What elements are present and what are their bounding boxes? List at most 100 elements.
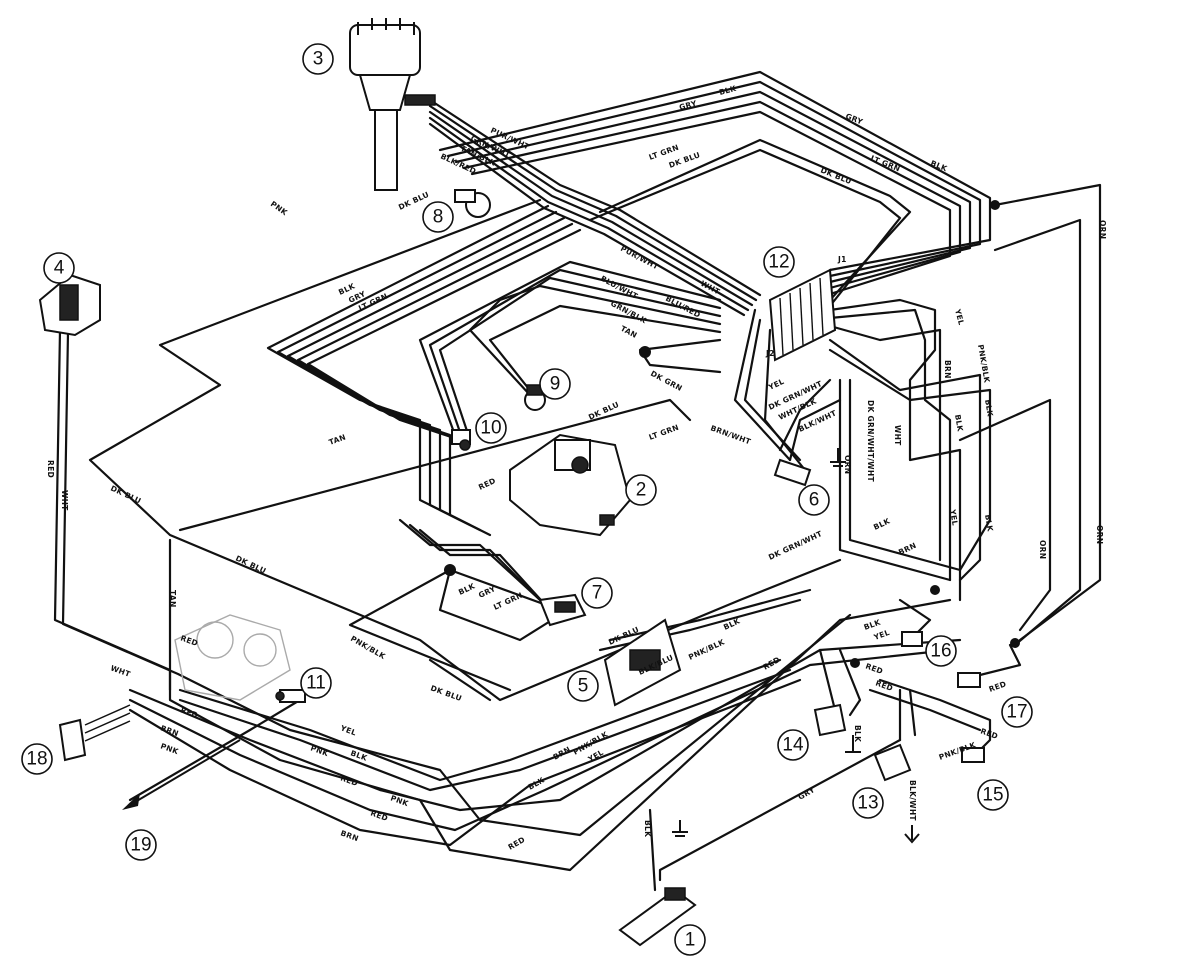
wire-label-red-8: RED bbox=[477, 476, 497, 492]
wire-label-blk-7: BLK bbox=[457, 581, 477, 597]
wire-label-red-3: RED bbox=[179, 705, 199, 720]
wire-label-yel-6: YEL bbox=[872, 628, 891, 642]
wire-label-wht-2: WHT bbox=[60, 490, 69, 511]
wire-label-red-5: RED bbox=[369, 808, 389, 823]
callout-1-label: 1 bbox=[685, 930, 696, 951]
wire-label-gry-4: GRY bbox=[477, 584, 497, 600]
wire-label-blk-11: BLK bbox=[872, 516, 892, 532]
callout-11-label: 11 bbox=[306, 673, 326, 694]
harness-top-bundle bbox=[428, 70, 992, 317]
wire-label-brn-5: BRN bbox=[897, 541, 918, 557]
callout-13: 13 bbox=[852, 787, 884, 819]
callout-2-label: 2 bbox=[636, 480, 647, 501]
callout-18: 18 bbox=[21, 743, 53, 775]
callout-6-label: 6 bbox=[809, 490, 820, 511]
wire-label-blk-8: BLK bbox=[983, 399, 995, 418]
connector-6 bbox=[773, 458, 812, 487]
wire-label-brn: BRN bbox=[159, 723, 180, 738]
wire-label-grn-blk: GRN/BLK bbox=[609, 299, 649, 326]
wire-label-blk-10: BLK bbox=[983, 514, 995, 533]
connector-16 bbox=[901, 631, 923, 647]
wire-label-pnk-2: PNK bbox=[159, 741, 180, 756]
wire-label-red-9: RED bbox=[864, 661, 884, 676]
wire-label-tan-3: TAN bbox=[168, 590, 177, 608]
sender-8 bbox=[454, 189, 491, 218]
wire-label-pnk-3: PNK bbox=[309, 743, 330, 758]
relay-13 bbox=[873, 743, 912, 782]
wire-label-yel-3: YEL bbox=[766, 377, 785, 392]
engine-outline bbox=[174, 614, 291, 701]
wire-label-brn-4: BRN bbox=[943, 360, 952, 379]
harness-right-bundle bbox=[648, 183, 1102, 892]
connector-j1-label: J1 bbox=[837, 255, 847, 264]
wire-label-dk-blu-3: DK BLU bbox=[109, 484, 143, 506]
wire-label-red-11: RED bbox=[988, 679, 1008, 694]
wire-label-dk-blu-7: DK BLU bbox=[429, 683, 463, 703]
wire-label-blk-13: BLK bbox=[853, 725, 862, 743]
ignition-coil bbox=[38, 273, 101, 337]
callout-8: 8 bbox=[422, 201, 454, 233]
callout-9: 9 bbox=[539, 368, 571, 400]
sender-11 bbox=[275, 689, 306, 703]
callout-9-label: 9 bbox=[550, 374, 561, 395]
wire-label-blk-6: BLK bbox=[722, 616, 742, 632]
callout-13-label: 13 bbox=[857, 793, 878, 814]
wire-label-orn-4: ORN bbox=[1095, 525, 1104, 544]
ecm-module: J1 J2 bbox=[765, 255, 847, 362]
wire-label-blk-5: BLK bbox=[527, 775, 547, 792]
callout-12: 12 bbox=[763, 246, 795, 278]
wire-label-orn-3: ORN bbox=[1038, 540, 1047, 559]
sensor-10 bbox=[451, 429, 471, 451]
sensor-9 bbox=[524, 384, 546, 411]
callout-10-label: 10 bbox=[480, 418, 501, 439]
callout-19-label: 19 bbox=[130, 835, 151, 856]
wire-label-wht-4: WHT bbox=[893, 425, 902, 446]
wire-label-blk-wht-2: BLK/WHT bbox=[908, 780, 917, 821]
wire-label-brn-3: BRN bbox=[552, 745, 573, 762]
connector-18 bbox=[58, 704, 131, 762]
wire-label-brn-2: BRN bbox=[339, 828, 360, 843]
callout-1: 1 bbox=[674, 924, 706, 956]
wire-label-red: RED bbox=[46, 460, 55, 478]
callout-12-label: 12 bbox=[768, 252, 789, 273]
wire-label-lt-grn-4: LT GRN bbox=[492, 590, 524, 611]
callout-3: 3 bbox=[302, 43, 334, 75]
callout-7: 7 bbox=[581, 577, 613, 609]
wire-label-lt-grn-5: LT GRN bbox=[648, 423, 680, 442]
relay-14 bbox=[813, 703, 847, 737]
wire-label-blk-12: BLK bbox=[863, 617, 883, 632]
callout-5-label: 5 bbox=[578, 676, 589, 697]
wire-label-orn: ORN bbox=[843, 455, 852, 474]
callouts: 1 2 3 4 5 6 7 8 bbox=[21, 43, 1033, 956]
wire-label-blk-9: BLK bbox=[953, 414, 965, 433]
connector-15 bbox=[961, 747, 985, 763]
connector-j2-label: J2 bbox=[765, 349, 775, 358]
callout-17: 17 bbox=[1001, 696, 1033, 728]
callout-16: 16 bbox=[925, 635, 957, 667]
callout-7-label: 7 bbox=[592, 583, 603, 604]
ignition-module bbox=[603, 618, 682, 707]
callout-4-label: 4 bbox=[54, 258, 65, 279]
wire-label-pnk: PNK bbox=[269, 199, 290, 217]
callout-10: 10 bbox=[475, 412, 507, 444]
wire-label-dk-grn-wht-2: DK GRN/WHT bbox=[767, 529, 824, 562]
junction-dots bbox=[444, 200, 1020, 668]
ground-symbols bbox=[672, 448, 920, 844]
callout-5: 5 bbox=[567, 670, 599, 702]
wire-label-blk: BLK bbox=[718, 84, 738, 97]
wire-label-wht-3: WHT bbox=[109, 663, 132, 679]
wire-label-dk-grn-wht-wht: DK GRN/WHT/WHT bbox=[866, 400, 875, 482]
wire-label-orn-2: ORN bbox=[1098, 220, 1107, 239]
callout-17-label: 17 bbox=[1006, 702, 1027, 723]
callout-16-label: 16 bbox=[930, 641, 951, 662]
callout-14-label: 14 bbox=[782, 735, 804, 756]
wire-label-red-7: RED bbox=[762, 655, 782, 672]
distributor bbox=[349, 18, 436, 191]
wire-label-red-10: RED bbox=[874, 678, 894, 693]
callout-19: 19 bbox=[125, 829, 157, 861]
module-7 bbox=[538, 593, 587, 627]
callout-15: 15 bbox=[977, 779, 1009, 811]
wire-label-blk-14: BLK bbox=[643, 820, 652, 838]
